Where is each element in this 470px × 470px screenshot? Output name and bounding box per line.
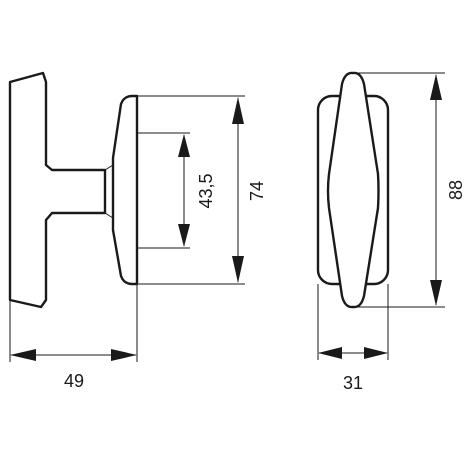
extension-lines [9,95,245,362]
dimension-outer-height: 74 [232,97,267,283]
dimension-label-side-depth: 49 [64,371,84,391]
dimension-side-depth: 49 [10,349,137,391]
front-view [316,71,390,309]
dimension-total-height: 88 [430,74,466,306]
dimension-inner-height: 43,5 [178,134,216,247]
dimension-label-front-width: 31 [343,373,363,393]
spindle-neck-line [104,212,114,219]
dimension-front-width: 31 [318,347,388,393]
dimension-label-inner-height: 43,5 [196,173,216,208]
spindle-neck-line [104,164,114,171]
dimension-label-outer-height: 74 [247,181,267,201]
extension-lines [317,72,445,360]
dimension-label-total-height: 88 [446,180,466,200]
handle-grip-profile [8,71,107,309]
side-view [8,71,139,309]
rose-plate-profile [111,94,139,286]
